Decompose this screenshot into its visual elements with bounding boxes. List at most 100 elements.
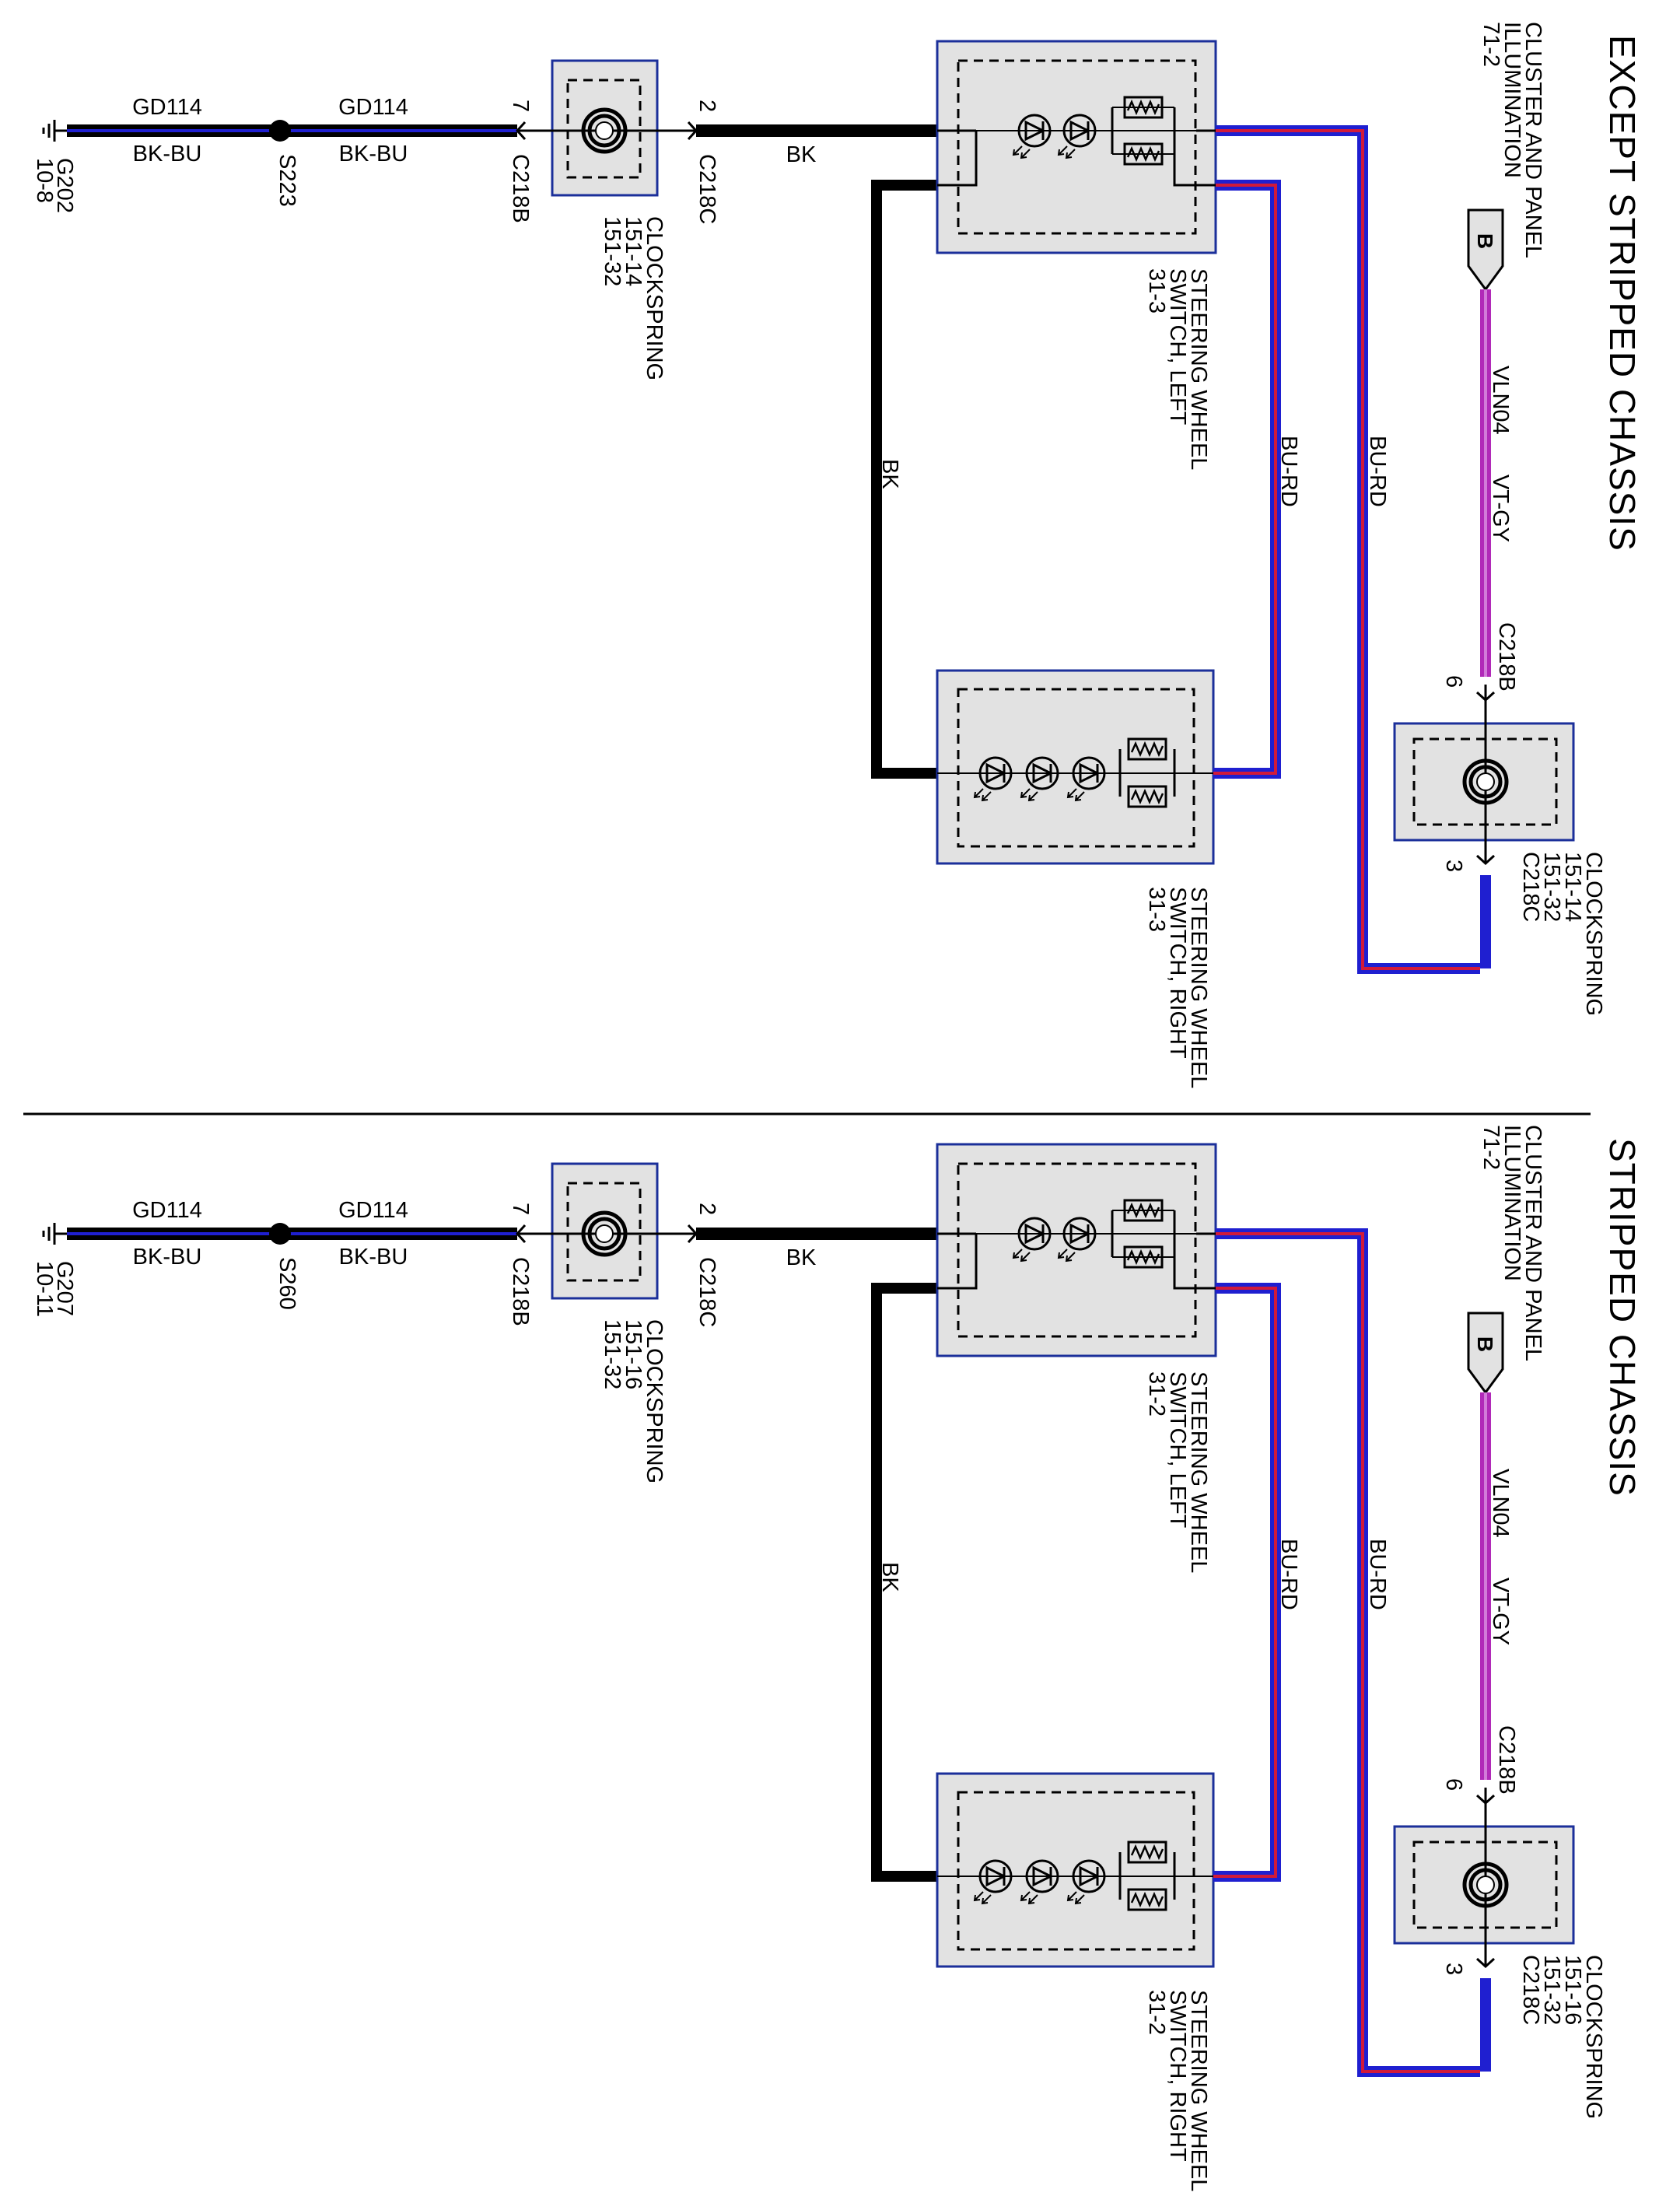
flag-letter: B [1473, 233, 1497, 249]
switch-left-ref: 31-2 [1144, 1371, 1169, 1417]
cluster-name1: CLUSTER AND PANEL [1521, 1125, 1545, 1361]
clockspring-upper [517, 59, 696, 197]
ground-icon [42, 1221, 68, 1246]
coil-icon [583, 110, 625, 152]
connector-c218b-lower: C218B [1494, 622, 1519, 692]
wire-color-bk-bu-right: BK-BU [339, 1245, 408, 1270]
pin-6-label: 6 [1441, 675, 1466, 688]
pin-6-label: 6 [1441, 1778, 1466, 1791]
wire-color-vt-gy: VT-GY [1488, 475, 1513, 542]
connector-c218b-lower: C218B [1494, 1725, 1519, 1795]
arrow-icon [1475, 854, 1496, 866]
splice-label: S260 [275, 1257, 299, 1310]
cross-reference-flag [1467, 1312, 1504, 1395]
clockspring-lower-ref2: 151-32 [1539, 852, 1564, 922]
dashed-housing [566, 79, 642, 179]
wire-bu-rd-inner [1213, 180, 1281, 779]
connector-c218c: C218C [695, 154, 719, 224]
switch-right-ref: 31-3 [1144, 887, 1169, 932]
switch-right-name1: STEERING WHEEL [1186, 1990, 1211, 2191]
resistor-rails [1111, 1210, 1176, 1257]
clockspring-upper [517, 1162, 696, 1300]
clockspring-lower-ref2: 151-32 [1539, 1955, 1564, 2025]
resistor-rails [1118, 749, 1176, 797]
cluster-ref: 71-2 [1479, 1125, 1503, 1170]
section-title: STRIPPED CHASSIS [1602, 1138, 1643, 1497]
wire-color-bu-rd-outer: BU-RD [1365, 436, 1390, 507]
wire-color-bu-rd-outer: BU-RD [1365, 1539, 1390, 1610]
pin-7-label: 7 [508, 100, 533, 112]
steering-switch-left [936, 1143, 1217, 1357]
steering-switch-right [936, 1772, 1215, 1968]
clockspring-lower-name: CLOCKSPRING [1581, 852, 1606, 1016]
wire-bu-rd-outer [1216, 1228, 1480, 2077]
clockspring-upper-name: CLOCKSPRING [642, 216, 667, 380]
wire-bu-rd-inner [1213, 1283, 1281, 1882]
switch-right-name1: STEERING WHEEL [1186, 887, 1211, 1088]
pin-2-label: 2 [695, 100, 719, 112]
switch-left-ref: 31-3 [1144, 268, 1169, 313]
cluster-name1: CLUSTER AND PANEL [1521, 22, 1545, 258]
wire-color-bk-vertical: BK [877, 1562, 902, 1592]
wire-color-vt-gy: VT-GY [1488, 1578, 1513, 1645]
pin-3-label: 3 [1441, 1963, 1466, 1975]
steering-switch-right [936, 669, 1215, 865]
section-title: EXCEPT STRIPPED CHASSIS [1602, 35, 1643, 552]
arrow-icon [1475, 691, 1496, 702]
arrow-icon [515, 1224, 527, 1244]
arrow-icon [515, 121, 527, 141]
circuit-gd114-right: GD114 [338, 1198, 408, 1223]
ground-ref: 10-8 [32, 158, 57, 203]
wire-color-bk-top: BK [786, 1245, 817, 1270]
cluster-name2: ILLUMINATION [1500, 22, 1524, 178]
clockspring-lower [1393, 685, 1575, 863]
clockspring-lower [1393, 1788, 1575, 1967]
clockspring-upper-ref1: 151-16 [621, 1319, 646, 1389]
clockspring-upper-name: CLOCKSPRING [642, 1319, 667, 1483]
clockspring-lower-ref1: 151-14 [1560, 852, 1585, 922]
cross-reference-flag [1467, 208, 1504, 292]
ground-ref: 10-11 [32, 1261, 57, 1317]
connector-c218b: C218B [508, 154, 533, 223]
circuit-gd114-left: GD114 [132, 95, 202, 120]
switch-left-name2: SWITCH, LEFT [1165, 1371, 1190, 1529]
wire-color-bu-rd-inner: BU-RD [1276, 436, 1301, 507]
connector-c218c-lower: C218C [1518, 1955, 1543, 2025]
cluster-name2: ILLUMINATION [1500, 1125, 1524, 1281]
circuit-vln04: VLN04 [1488, 366, 1513, 435]
switch-left-name2: SWITCH, LEFT [1165, 268, 1190, 426]
clockspring-lower-name: CLOCKSPRING [1581, 1955, 1606, 2119]
circuit-vln04: VLN04 [1488, 1469, 1513, 1538]
pin-2-label: 2 [695, 1203, 719, 1215]
splice-dot [269, 1223, 291, 1245]
connector-c218b: C218B [508, 1257, 533, 1326]
ground-icon [42, 118, 68, 143]
cluster-ref: 71-2 [1479, 22, 1503, 67]
wire-color-bu-rd-inner: BU-RD [1276, 1539, 1301, 1610]
coil-icon [1465, 1864, 1507, 1906]
dashed-housing [566, 1182, 642, 1282]
coil-icon [1465, 761, 1507, 803]
pin-7-label: 7 [508, 1203, 533, 1215]
ground-id: G207 [52, 1261, 77, 1316]
switch-right-name2: SWITCH, RIGHT [1165, 1990, 1190, 2162]
coil-icon [583, 1213, 625, 1255]
pin-3-label: 3 [1441, 860, 1466, 872]
splice-dot [269, 120, 291, 142]
clockspring-upper-ref1: 151-14 [621, 216, 646, 286]
circuit-gd114-right: GD114 [338, 95, 408, 120]
wire-color-bk-bu-right: BK-BU [339, 142, 408, 166]
wire-color-bk-top: BK [786, 142, 817, 167]
dashed-housing [957, 688, 1195, 848]
switch-right-name2: SWITCH, RIGHT [1165, 887, 1190, 1059]
wire-color-bk-bu-left: BK-BU [133, 1245, 202, 1270]
clockspring-upper-ref2: 151-32 [600, 216, 625, 286]
internal-trace [937, 1232, 978, 1290]
dashed-housing [957, 1791, 1195, 1951]
internal-trace [1173, 129, 1216, 187]
steering-switch-left [936, 40, 1217, 254]
resistor-rails [1118, 1852, 1176, 1900]
ground-id: G202 [52, 158, 77, 213]
